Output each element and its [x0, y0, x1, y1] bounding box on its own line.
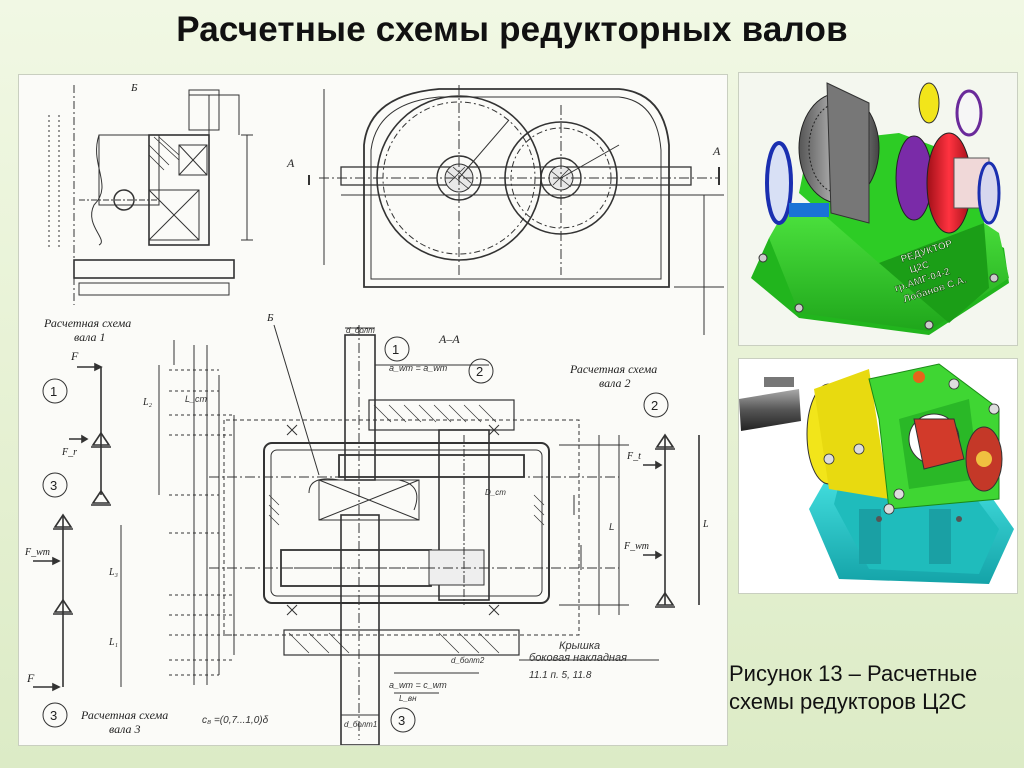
circle-labels: 1 2 1 3 2 3 3: [42, 336, 669, 733]
dim-L2: L₂: [142, 397, 153, 408]
view-b-label: Б: [130, 82, 138, 94]
scheme-dims: L₃ L₁ L₂: [108, 397, 153, 687]
section-aa-label: А–А: [438, 332, 460, 346]
section-mark-right: А: [712, 144, 721, 158]
dim-lbn: L_вн: [399, 694, 417, 703]
gearbox-render-bottom: [738, 358, 1018, 594]
beam-scheme-shaft2: F_t F_wт L: [623, 433, 709, 608]
scheme-shaft1-line1: Расчетная схема: [43, 316, 131, 330]
circle-label-3-bottom-left: 3: [50, 708, 57, 723]
circle-label-1: 1: [392, 342, 399, 357]
shaft-plan-view: А–А Б: [158, 312, 659, 745]
force-Fr-shaft1: F_r: [61, 447, 77, 458]
engineering-drawing: Б: [18, 74, 728, 746]
scheme-shaft3-line1: Расчетная схема: [80, 708, 168, 722]
scheme-shaft1-line2: вала 1: [74, 330, 106, 344]
beam-scheme-shaft1: F F_r: [61, 349, 111, 506]
circle-label-1-left: 1: [50, 384, 57, 399]
circle-label-3-bottom: 3: [398, 713, 405, 728]
dim-L1: L₁: [108, 637, 118, 648]
force-F-top: F: [70, 349, 79, 363]
gear-section-view: А А: [286, 85, 724, 335]
figure-caption: Рисунок 13 – Расчетные схемы редукторов …: [729, 660, 1024, 716]
beam-scheme-shaft3: F_wт F: [24, 513, 73, 692]
formula: c₈ =(0,7...1,0)δ: [202, 715, 269, 726]
view-b: Б: [48, 82, 253, 305]
dim-awt-bottom: a_wт = c_wт: [389, 680, 447, 690]
drawing-canvas: Б: [24, 82, 724, 745]
caption-line-2: схемы редукторов Ц2С: [729, 689, 967, 714]
cover-ref: 11.1 п. 5, 11.8: [529, 670, 592, 681]
dim-dbot1b: d_болт1: [344, 720, 377, 729]
force-Fw-shaft3: F_wт: [24, 547, 50, 558]
slide-title: Расчетные схемы редукторных валов: [176, 10, 848, 49]
scheme-shaft3-line2: вала 3: [109, 722, 141, 736]
force-Ft-shaft2: F_t: [626, 451, 641, 462]
circle-label-2-right: 2: [651, 398, 658, 413]
section-mark-left: А: [286, 156, 295, 170]
dim-L-scheme2: L: [702, 519, 709, 530]
dim-awt: a_wт = a_wт: [389, 363, 448, 373]
dim-L-right: L: [609, 522, 615, 533]
circle-label-2: 2: [476, 364, 483, 379]
scheme-captions: Расчетная схема вала 1 Расчетная схема в…: [43, 316, 657, 736]
gearbox-render-top: РЕДУКТОР Ц2С гр.АМГ-04-2 Лобанов С.А.: [738, 72, 1018, 346]
circle-label-3-left: 3: [50, 478, 57, 493]
dim-dbot1: d_болт: [346, 326, 375, 335]
gearbox-render-top-canvas: РЕДУКТОР Ц2С гр.АМГ-04-2 Лобанов С.А.: [751, 82, 1009, 335]
scheme-shaft2-line2: вала 2: [599, 376, 631, 390]
dim-lcm: L_cm: [185, 394, 208, 404]
cover-note-2: боковая накладная: [529, 652, 627, 664]
scheme-shaft2-line1: Расчетная схема: [569, 362, 657, 376]
force-Fw-shaft2: F_wт: [623, 541, 649, 552]
view-b-callout: Б: [266, 312, 274, 324]
gearbox-render-bottom-canvas: [739, 363, 1014, 584]
dim-L3: L₃: [108, 567, 119, 578]
dim-dcm: D_cm: [485, 488, 506, 497]
caption-line-1: Рисунок 13 – Расчетные: [729, 661, 978, 686]
dim-dbot2: d_болт2: [451, 656, 485, 665]
cover-note-1: Крышка: [559, 640, 600, 652]
force-F-bottom: F: [26, 671, 35, 685]
